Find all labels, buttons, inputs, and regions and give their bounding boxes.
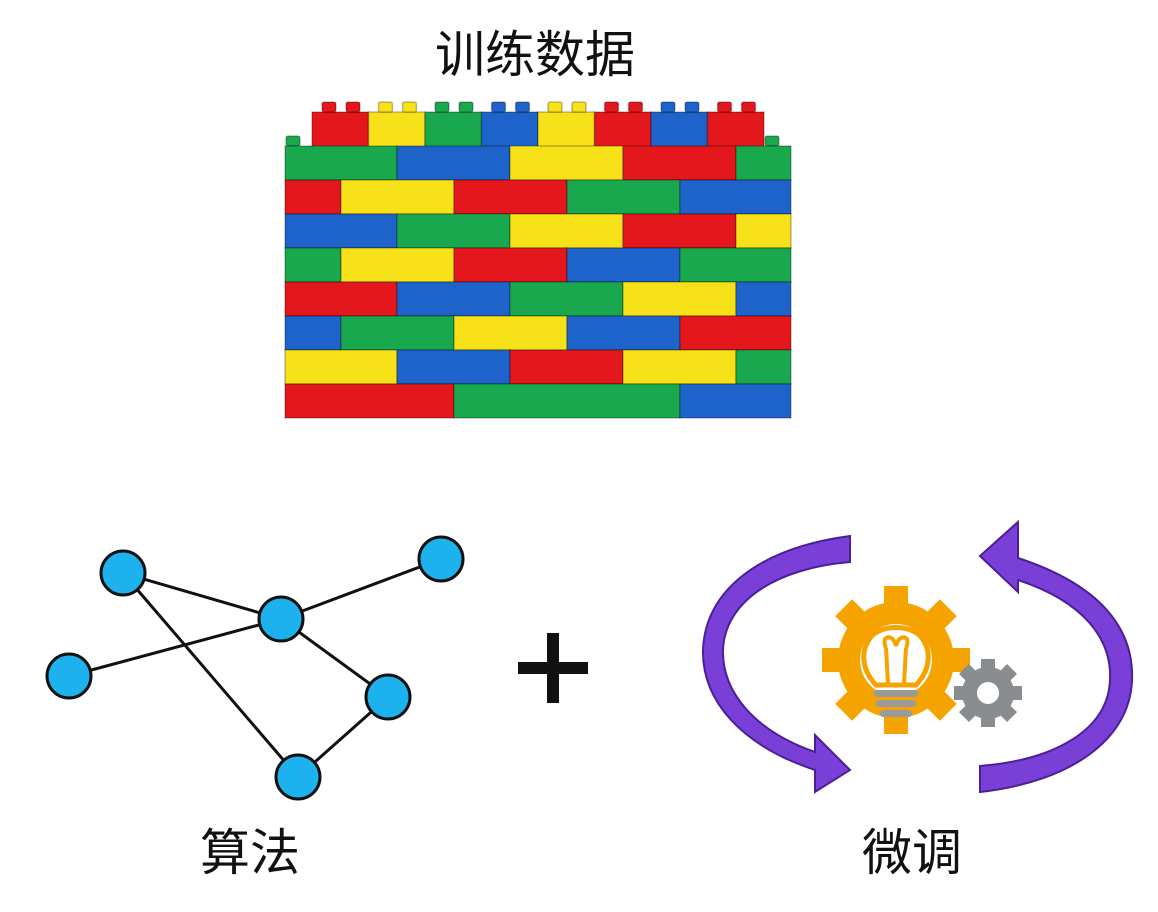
lego-stud [547,101,563,113]
lego-stud [740,101,757,113]
lego-brick [679,179,792,215]
lego-stud [514,101,531,113]
lego-brick [566,315,681,351]
lightbulb-gear-icon [822,586,1022,734]
graph-node [364,673,412,721]
lego-stud [401,101,418,113]
lego-brick [340,315,455,351]
gear-icon [954,659,1022,727]
lego-stud [458,101,474,113]
graph-edge [68,617,282,678]
lego-brick [650,111,709,149]
lego-stud [490,101,507,113]
lego-brick [453,179,568,215]
lego-brick [509,349,624,385]
lego-brick [622,349,737,385]
lego-brick [396,145,511,181]
lego-brick [424,111,483,149]
lego-stud [345,101,361,113]
lego-brick [679,247,792,283]
graph-node [274,753,322,801]
graph-node [417,535,465,583]
graph-edge [122,571,282,621]
algorithm-label: 算法 [200,824,300,882]
graph-node [99,549,147,597]
lego-brick [509,281,624,317]
graph-edge [280,557,442,621]
lego-brick [622,213,737,249]
lego-brick [480,111,539,149]
lego-brick [453,247,568,283]
lego-stud [434,101,450,113]
cycle-arrows-icon [701,519,1134,794]
lego-brick [284,281,398,317]
lego-brick [735,349,792,385]
graph-node [45,652,93,700]
lego-stud [603,101,620,113]
lego-brick [284,179,342,215]
lego-brick [537,111,596,149]
lego-brick [706,111,765,149]
lego-stud [716,101,733,113]
lego-brick [735,281,792,317]
training-data-title: 训练数据 [435,26,635,84]
finetune-label: 微调 [862,824,962,882]
graph-node [257,595,305,643]
lego-stud [571,101,587,113]
lego-brick [340,179,455,215]
lego-brick [679,383,792,419]
graph-edge [121,572,300,778]
lego-brick [284,145,398,181]
lego-stud [660,101,676,113]
lego-brick [566,179,681,215]
lego-stud [627,101,644,113]
lego-stud [684,101,700,113]
lego-stud [321,101,337,113]
plus-icon [518,633,588,703]
lego-brick [735,145,792,181]
lego-brick [396,281,511,317]
lego-brick [396,349,511,385]
lego-brick [311,111,370,149]
lego-stud [377,101,394,113]
lego-brick [679,315,792,351]
